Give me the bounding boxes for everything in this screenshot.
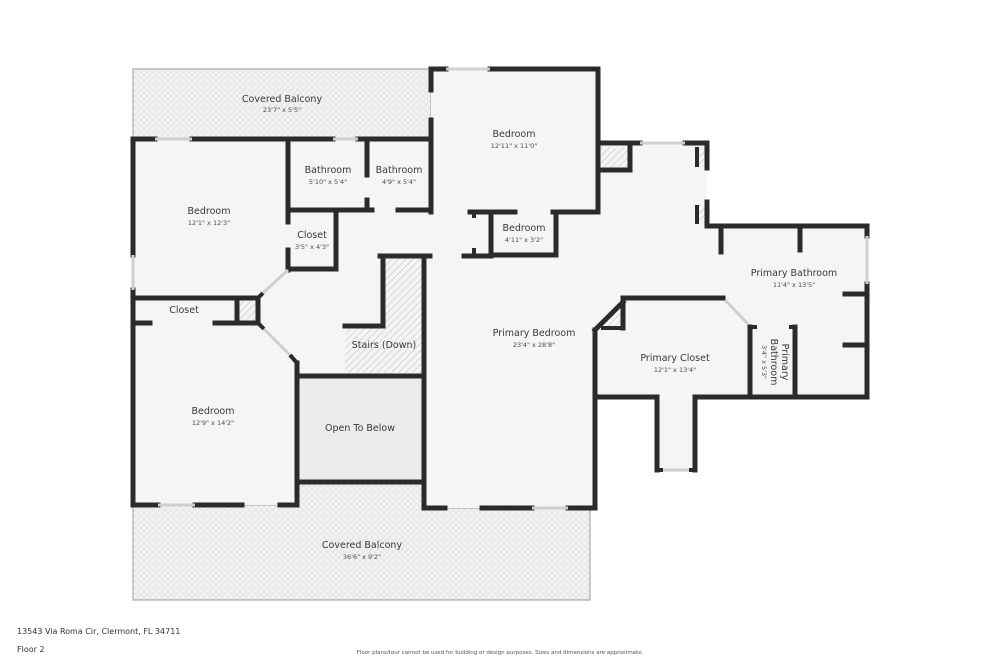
pillar-hatch bbox=[697, 147, 705, 167]
label-primary-closet: Primary Closet 12'1" x 13'4" bbox=[640, 353, 710, 374]
label-closet-small: Closet 3'5" x 4'3" bbox=[295, 230, 329, 251]
floor-fill bbox=[133, 69, 867, 508]
room-dimensions: 3'4" x 5'3" bbox=[760, 345, 768, 379]
room-name: Stairs (Down) bbox=[352, 340, 416, 351]
room-dimensions: 36'6" x 9'2" bbox=[343, 553, 381, 561]
room-name: Primary Bedroom bbox=[493, 328, 576, 339]
label-open-to-below: Open To Below bbox=[325, 423, 395, 434]
pillar-hatch bbox=[697, 205, 705, 223]
room-name: Bathroom bbox=[376, 165, 423, 176]
label-covered-balcony-bottom: Covered Balcony 36'6" x 9'2" bbox=[322, 540, 403, 561]
room-name: Bedroom bbox=[188, 206, 231, 217]
room-name: Bedroom bbox=[192, 406, 235, 417]
label-bedroom-bottom: Bedroom 12'9" x 14'2" bbox=[192, 406, 235, 427]
room-name: Closet bbox=[169, 305, 199, 316]
room-dimensions: 12'1" x 12'3" bbox=[188, 219, 230, 227]
room-dimensions: 4'11" x 3'2" bbox=[505, 236, 543, 244]
room-dimensions: 23'4" x 28'8" bbox=[513, 341, 555, 349]
disclaimer: Floor plans/tour cannot be used for buil… bbox=[356, 650, 644, 656]
label-bedroom-left: Bedroom 12'1" x 12'3" bbox=[188, 206, 231, 227]
room-name: Closet bbox=[297, 230, 327, 241]
label-bathroom-2: Bathroom 4'9" x 5'4" bbox=[376, 165, 423, 186]
room-name: Bathroom bbox=[305, 165, 352, 176]
windows bbox=[131, 67, 869, 510]
room-name: Covered Balcony bbox=[242, 94, 323, 105]
room-dimensions: 3'5" x 4'3" bbox=[295, 243, 329, 251]
label-stairs: Stairs (Down) bbox=[352, 340, 416, 351]
room-name: Primary Bathroom bbox=[751, 268, 837, 279]
doorway-diagonal bbox=[261, 268, 290, 295]
label-covered-balcony-top: Covered Balcony 23'7" x 5'5" bbox=[242, 94, 323, 114]
open-to-below-fill bbox=[299, 376, 423, 480]
label-primary-wc: Primary Bathroom 3'4" x 5'3" bbox=[760, 339, 790, 386]
room-labels: Covered Balcony 23'7" x 5'5" Bedroom 12'… bbox=[169, 94, 837, 561]
covered-balcony-top bbox=[132, 68, 432, 140]
room-dimensions: 23'7" x 5'5" bbox=[263, 106, 301, 114]
room-name: Bedroom bbox=[493, 129, 536, 140]
room-name: Open To Below bbox=[325, 423, 395, 434]
room-name-line2: Bathroom bbox=[768, 339, 779, 386]
walls bbox=[130, 66, 870, 511]
label-bathroom-1: Bathroom 5'10" x 5'4" bbox=[305, 165, 352, 186]
property-address: 13543 Via Roma Cir, Clermont, FL 34711 bbox=[17, 627, 181, 636]
label-bedroom-top: Bedroom 12'11" x 11'0" bbox=[491, 129, 537, 150]
room-name: Covered Balcony bbox=[322, 540, 403, 551]
room-dimensions: 11'4" x 13'5" bbox=[773, 281, 815, 289]
label-closet-left: Closet bbox=[169, 305, 199, 316]
room-dimensions: 4'9" x 5'4" bbox=[382, 178, 416, 186]
label-primary-bathroom: Primary Bathroom 11'4" x 13'5" bbox=[751, 268, 837, 289]
room-name: Primary Closet bbox=[640, 353, 710, 364]
label-primary-bedroom: Primary Bedroom 23'4" x 28'8" bbox=[493, 328, 576, 349]
chase-hatch bbox=[600, 147, 628, 169]
floor-label: Floor 2 bbox=[17, 645, 45, 654]
room-name-line1: Primary bbox=[779, 344, 790, 381]
room-dimensions: 12'11" x 11'0" bbox=[491, 142, 537, 150]
room-dimensions: 12'1" x 13'4" bbox=[654, 366, 696, 374]
room-dimensions: 12'9" x 14'2" bbox=[192, 419, 234, 427]
room-name: Bedroom bbox=[503, 223, 546, 234]
label-bedroom-small: Bedroom 4'11" x 3'2" bbox=[503, 223, 546, 244]
room-dimensions: 5'10" x 5'4" bbox=[309, 178, 347, 186]
chase-hatch-left bbox=[239, 301, 257, 321]
